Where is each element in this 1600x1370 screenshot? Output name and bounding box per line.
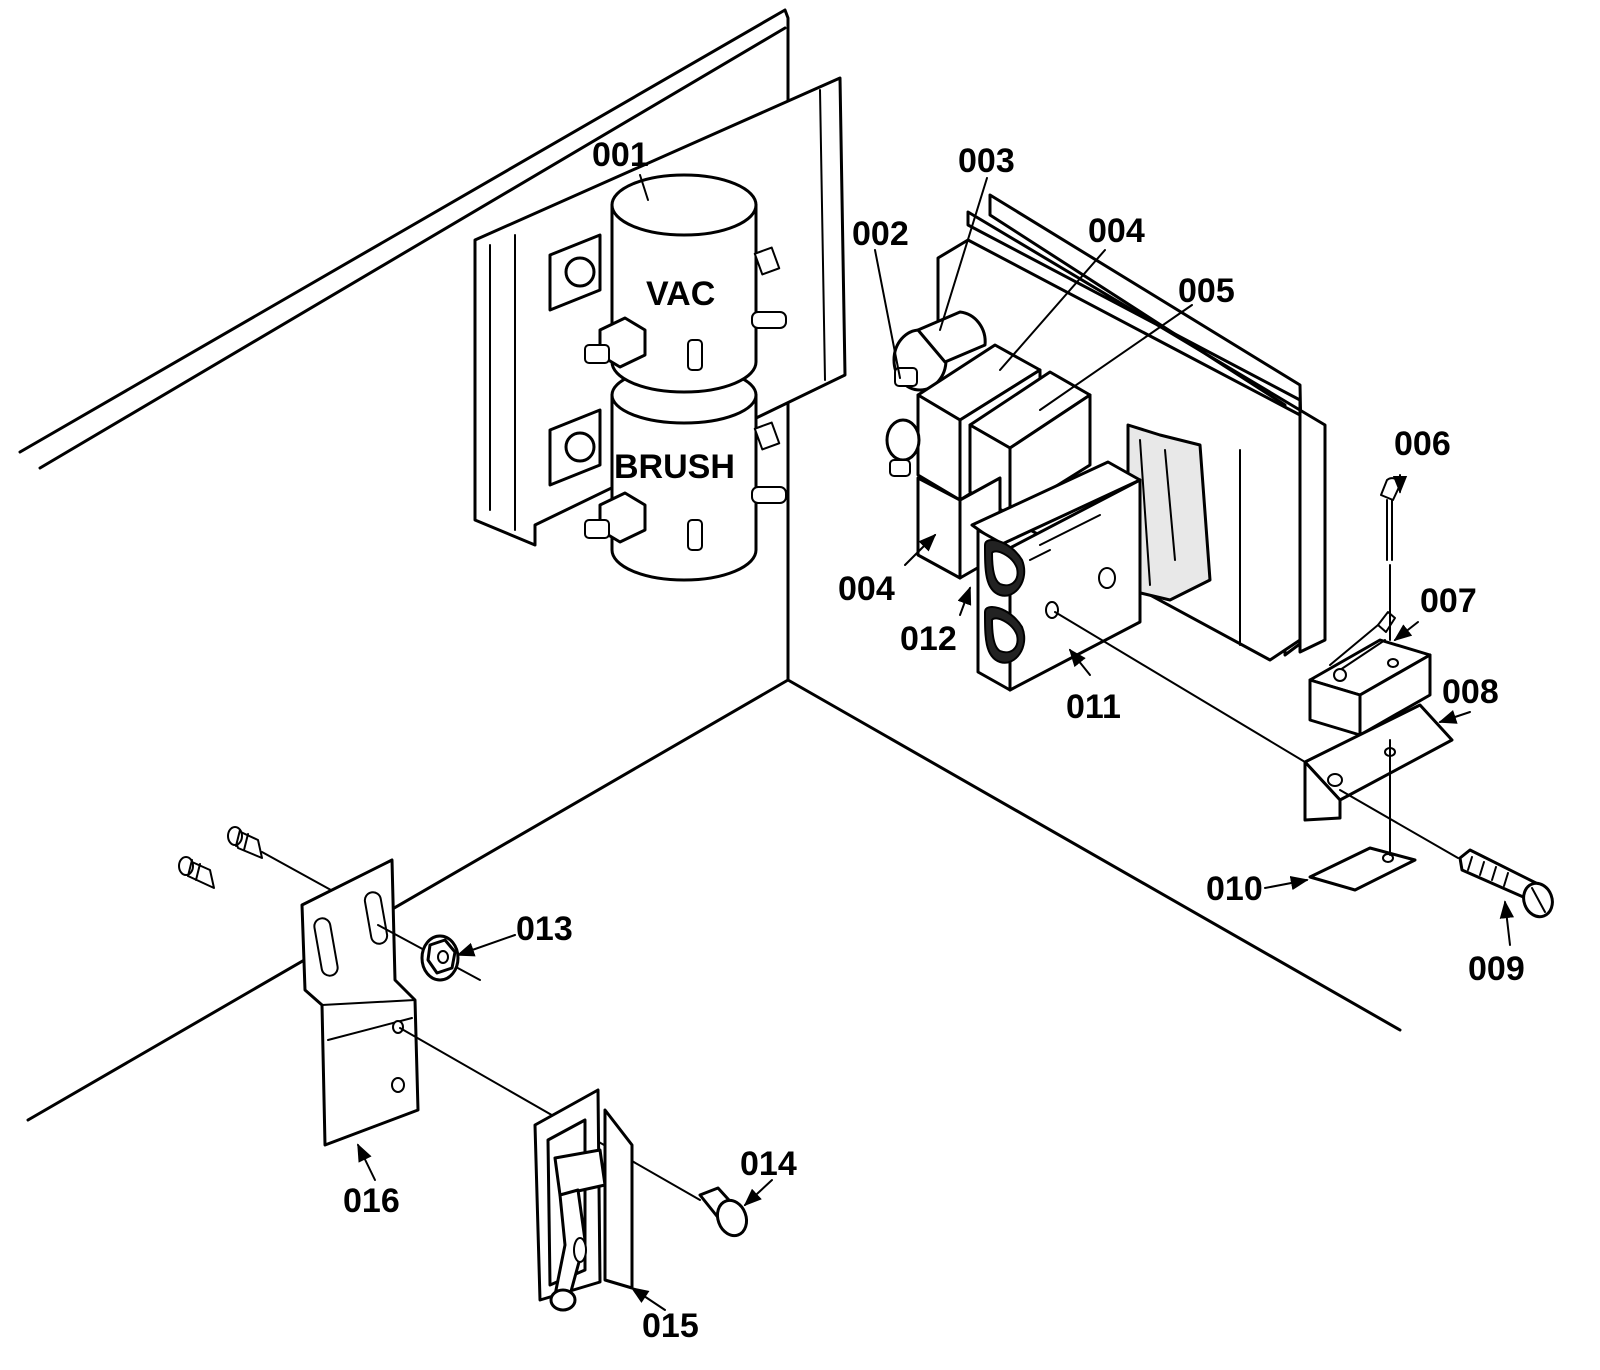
control-module-assembly [885, 193, 1327, 692]
callout-015: 015 [642, 1307, 699, 1345]
flange-nut-013 [420, 934, 460, 982]
callout-004-upper: 004 [1088, 212, 1145, 250]
lower-bracket-assembly [178, 826, 749, 1312]
callout-009: 009 [1468, 950, 1525, 988]
callout-016: 016 [343, 1182, 400, 1220]
callout-008: 008 [1442, 673, 1499, 711]
leader-lines [357, 174, 1515, 1311]
solenoid-assembly-001 [584, 173, 787, 582]
callout-001: 001 [592, 136, 649, 174]
callout-004-lower: 004 [838, 570, 895, 608]
callout-011: 011 [1066, 688, 1121, 726]
callout-013: 013 [516, 910, 573, 948]
limit-switch-assembly [1054, 477, 1554, 919]
callout-002: 002 [852, 215, 909, 253]
clip-015 [533, 1088, 634, 1312]
callout-010: 010 [1206, 870, 1263, 908]
vac-solenoid-label: VAC [646, 275, 715, 313]
callout-007: 007 [1420, 582, 1477, 620]
set-screws [178, 826, 263, 889]
callout-003: 003 [958, 142, 1015, 180]
callout-labels: 001 002 003 004 005 004 012 011 006 007 … [343, 136, 1525, 1345]
bolt-014 [698, 1186, 749, 1238]
solenoid-terminals [584, 246, 787, 551]
callout-005: 005 [1178, 272, 1235, 310]
brush-solenoid-label: BRUSH [614, 448, 735, 486]
callout-012: 012 [900, 620, 957, 658]
screw-009 [1458, 848, 1554, 919]
callout-006: 006 [1394, 425, 1451, 463]
callout-014: 014 [740, 1145, 797, 1183]
